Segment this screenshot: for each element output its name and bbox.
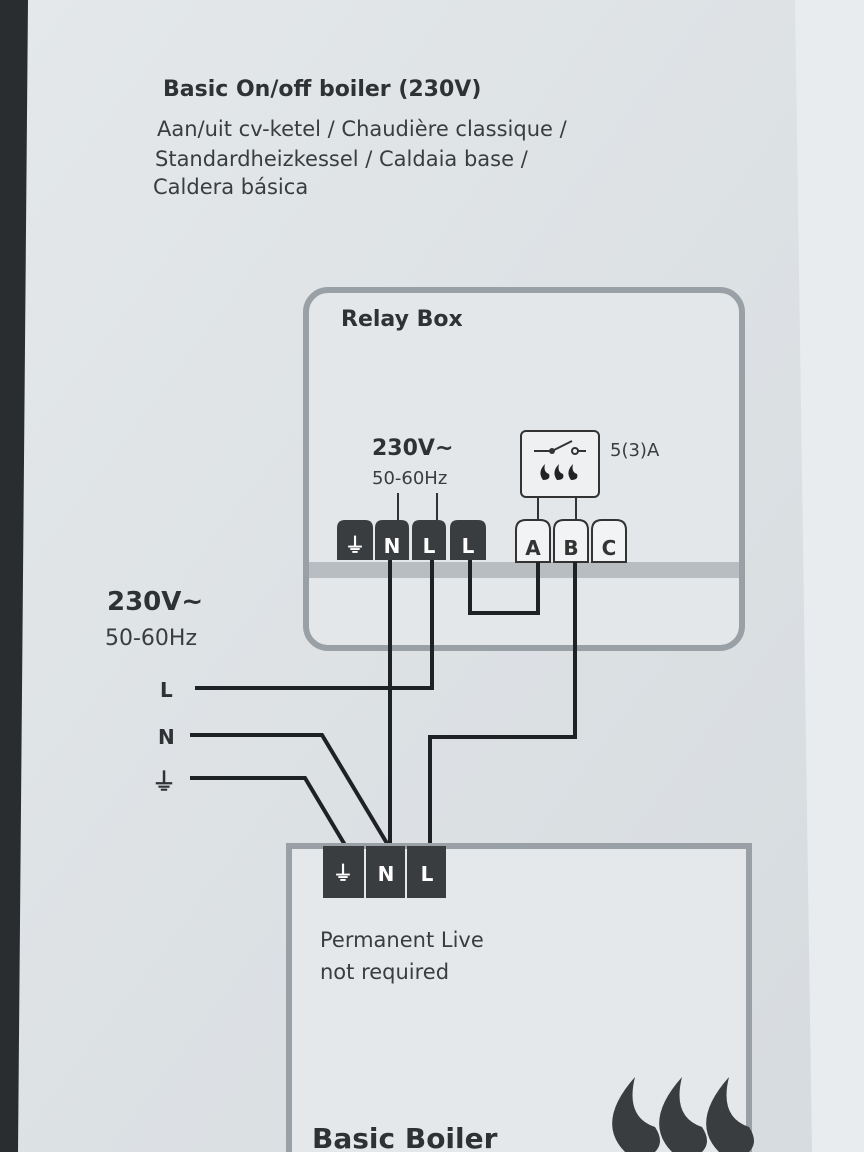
relay-terminal-n: N [375, 520, 409, 560]
flame-icon [612, 1077, 754, 1152]
boiler-box: ⏚ N L Permanent Live not required Basic … [286, 843, 754, 1152]
title: Basic On/off boiler (230V) [163, 77, 481, 102]
wire-neutral [190, 733, 390, 847]
relay-box-label: Relay Box [341, 307, 463, 332]
wire-link [468, 560, 540, 615]
supply-line-n: N [158, 725, 175, 749]
boiler-terminal-l [407, 846, 446, 898]
side-panel [795, 0, 864, 1152]
supply-frequency: 50-60Hz [105, 626, 197, 651]
relay-terminal-a: A [515, 519, 551, 563]
relay-terminal-b: B [553, 519, 589, 563]
boiler-note: not required [320, 960, 449, 984]
relay-rating: 5(3)A [610, 440, 660, 461]
boiler-terminal-earth [323, 846, 364, 898]
svg-text:⏚: ⏚ [333, 861, 353, 885]
svg-text:A: A [525, 536, 541, 560]
svg-text:L: L [423, 534, 436, 558]
svg-text:L: L [462, 534, 475, 558]
relay-voltage: 230V~ [372, 436, 453, 461]
supply-voltage: 230V~ [107, 587, 203, 617]
wires [190, 560, 577, 847]
relay-terminal-c: C [591, 519, 627, 563]
wire-switched-live [428, 562, 577, 845]
dark-edge [0, 0, 28, 1152]
relay-switch-icon [520, 430, 600, 498]
svg-text:⏚: ⏚ [345, 533, 365, 557]
boiler-note: Permanent Live [320, 928, 484, 952]
subtitle-line: Aan/uit cv-ketel / Chaudière classique / [157, 117, 568, 141]
supply-line-l: L [160, 678, 173, 702]
wire-live [195, 560, 434, 690]
svg-text:N: N [384, 534, 401, 558]
relay-box: Relay Box 230V~ 50-60Hz 5(3)A ⏚ N L [303, 287, 745, 651]
subtitle-line: Standardheizkessel / Caldaia base / [155, 147, 529, 171]
subtitle-line: Caldera básica [153, 175, 308, 199]
boiler-terminal-n [366, 846, 405, 898]
svg-text:B: B [563, 536, 578, 560]
svg-text:C: C [602, 536, 617, 560]
svg-text:N: N [378, 862, 395, 886]
svg-text:L: L [421, 862, 434, 886]
relay-frequency: 50-60Hz [372, 468, 447, 489]
relay-terminal-earth: ⏚ [337, 520, 373, 560]
boiler-label: Basic Boiler [312, 1122, 498, 1152]
supply-line-earth: ⏚ [152, 768, 176, 796]
relay-terminal-l: L [412, 520, 446, 560]
relay-terminal-l2: L [450, 520, 486, 560]
wire-earth [190, 776, 347, 847]
